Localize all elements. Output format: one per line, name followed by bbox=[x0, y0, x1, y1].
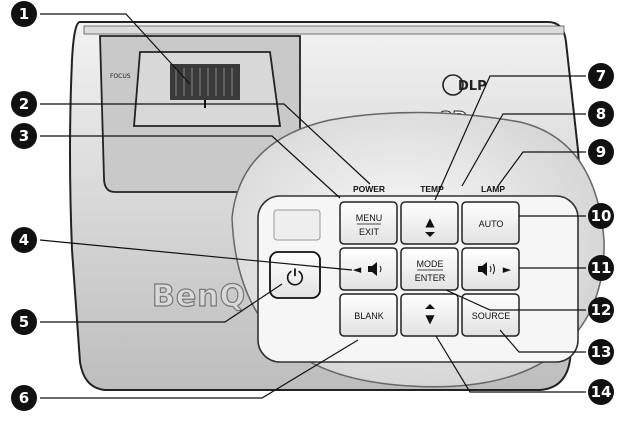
svg-text:14: 14 bbox=[591, 383, 612, 401]
svg-text:8: 8 bbox=[596, 105, 606, 123]
callout-11: 11 bbox=[588, 255, 614, 281]
svg-text:13: 13 bbox=[591, 343, 612, 361]
svg-text:MENU: MENU bbox=[356, 213, 383, 223]
ir-sensor bbox=[273, 209, 321, 241]
lens-area: FOCUS bbox=[99, 35, 301, 193]
svg-text:ENTER: ENTER bbox=[415, 273, 446, 283]
temp-indicator-label: TEMP bbox=[420, 184, 444, 194]
blank-button[interactable]: BLANK bbox=[339, 293, 398, 337]
svg-text:EXIT: EXIT bbox=[359, 227, 380, 237]
brand-logo: BenQ bbox=[152, 279, 246, 314]
callout-lines bbox=[39, 13, 586, 399]
svg-text:7: 7 bbox=[596, 67, 606, 85]
svg-text:12: 12 bbox=[591, 301, 612, 319]
keypad: MENU EXIT ▲ AUTO ◄ MODE ENTER bbox=[339, 201, 520, 337]
callout-12: 12 bbox=[588, 297, 614, 323]
svg-text:3: 3 bbox=[19, 127, 29, 145]
power-indicator-label: POWER bbox=[353, 184, 385, 194]
callout-7: 7 bbox=[588, 63, 614, 89]
indicator-labels: POWER TEMP LAMP bbox=[353, 184, 505, 194]
zoom-ring[interactable] bbox=[170, 64, 240, 100]
up-arrow-icon: ▲ bbox=[425, 215, 435, 229]
callout-14: 14 bbox=[588, 379, 614, 405]
right-arrow-icon: ► bbox=[503, 263, 512, 276]
callout-10: 10 bbox=[588, 203, 614, 229]
auto-button[interactable]: AUTO bbox=[461, 201, 520, 245]
left-arrow-icon: ◄ bbox=[353, 263, 362, 276]
svg-text:5: 5 bbox=[19, 313, 29, 331]
callout-13: 13 bbox=[588, 339, 614, 365]
menu-exit-button[interactable]: MENU EXIT bbox=[339, 201, 398, 245]
up-button[interactable]: ▲ bbox=[400, 201, 459, 245]
svg-text:11: 11 bbox=[591, 259, 612, 277]
svg-text:AUTO: AUTO bbox=[479, 219, 504, 229]
source-button[interactable]: SOURCE bbox=[461, 293, 520, 337]
left-volume-down-button[interactable]: ◄ bbox=[339, 247, 398, 291]
right-volume-up-button[interactable]: ► bbox=[461, 247, 520, 291]
dlp-logo: DLP bbox=[458, 79, 487, 94]
speaker-icon bbox=[478, 262, 487, 276]
power-icon: ⏻ bbox=[286, 266, 303, 291]
mode-enter-button[interactable]: MODE ENTER bbox=[400, 247, 459, 291]
svg-text:MODE: MODE bbox=[417, 259, 444, 269]
lamp-indicator-label: LAMP bbox=[481, 184, 505, 194]
speaker-icon bbox=[368, 262, 377, 276]
svg-text:4: 4 bbox=[19, 231, 29, 249]
callout-8: 8 bbox=[588, 101, 614, 127]
callout-9: 9 bbox=[588, 139, 614, 165]
svg-text:10: 10 bbox=[591, 207, 612, 225]
callout-3: 3 bbox=[11, 123, 37, 149]
svg-text:BLANK: BLANK bbox=[354, 311, 384, 321]
svg-text:9: 9 bbox=[596, 143, 606, 161]
down-arrow-icon: ▼ bbox=[425, 312, 435, 326]
callout-4: 4 bbox=[11, 227, 37, 253]
svg-text:2: 2 bbox=[19, 95, 29, 113]
power-button[interactable]: ⏻ bbox=[269, 251, 321, 299]
callout-5: 5 bbox=[11, 309, 37, 335]
down-button[interactable]: ▼ bbox=[400, 293, 459, 337]
svg-text:SOURCE: SOURCE bbox=[472, 311, 511, 321]
callout-2: 2 bbox=[11, 91, 37, 117]
callout-6: 6 bbox=[11, 385, 37, 411]
svg-text:1: 1 bbox=[19, 5, 29, 23]
callout-1: 1 bbox=[11, 1, 37, 27]
svg-text:6: 6 bbox=[19, 389, 29, 407]
focus-mark: FOCUS bbox=[110, 73, 131, 80]
